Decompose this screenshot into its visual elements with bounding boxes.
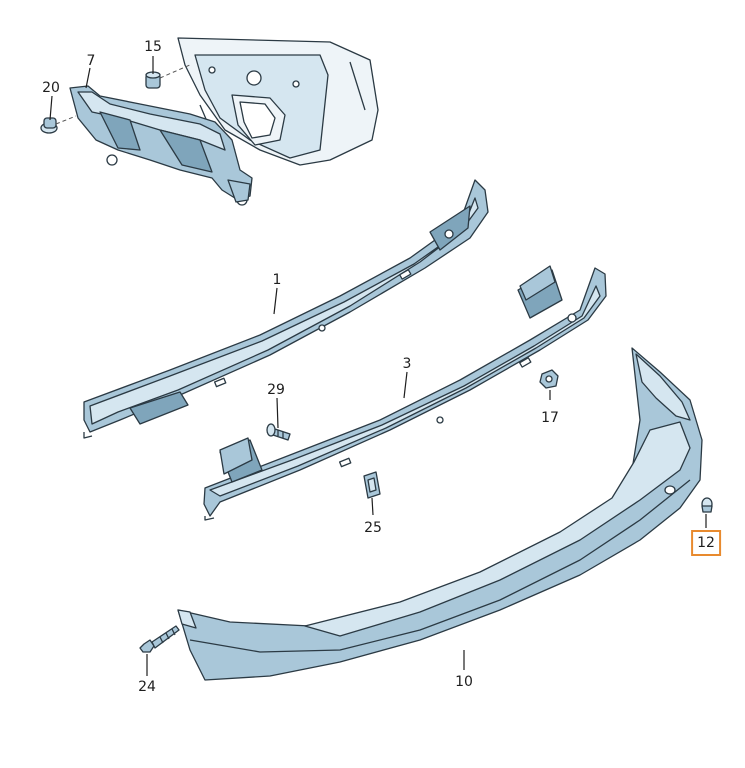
callout-7: 7 xyxy=(86,53,96,69)
vehicle-body-rear-panel xyxy=(177,37,379,166)
callout-10: 10 xyxy=(455,674,473,690)
callout-24: 24 xyxy=(138,679,156,695)
part-10-bumper-cover xyxy=(177,347,703,681)
part-24-screw xyxy=(139,625,180,653)
leader-lines xyxy=(49,56,707,676)
callout-25: 25 xyxy=(364,520,382,536)
part-17-nut xyxy=(539,369,559,389)
callout-20: 20 xyxy=(42,80,60,96)
part-7-mounting-bracket xyxy=(69,85,253,206)
callout-3: 3 xyxy=(402,356,412,372)
part-29-bolt xyxy=(266,423,291,441)
callout-1: 1 xyxy=(272,272,282,288)
callout-29: 29 xyxy=(267,382,285,398)
callout-12-highlighted[interactable]: 12 xyxy=(691,530,721,556)
part-12-cap xyxy=(701,497,713,513)
callout-15: 15 xyxy=(144,39,162,55)
part-20-clip xyxy=(40,117,58,134)
part-3-impact-absorber-beam xyxy=(203,265,607,521)
part-25-clip-nut xyxy=(363,471,381,499)
part-15-grommet xyxy=(145,71,161,89)
callout-17: 17 xyxy=(541,410,559,426)
part-1-bumper-reinforcement xyxy=(83,179,489,439)
